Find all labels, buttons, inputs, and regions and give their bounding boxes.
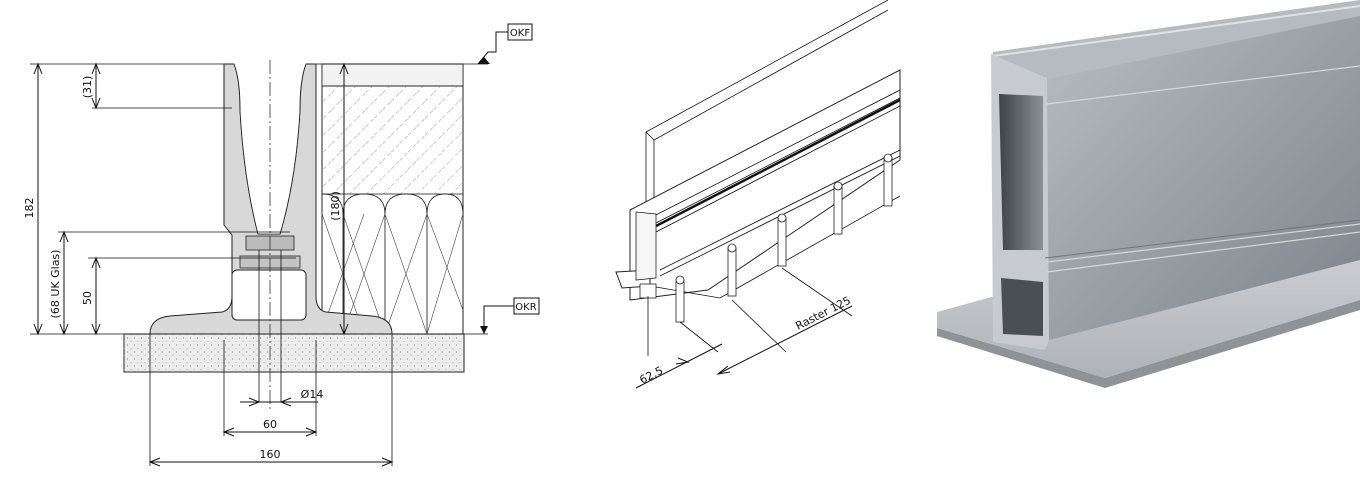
dim-60: 60 xyxy=(222,340,318,437)
dim-160-label: 160 xyxy=(260,448,281,461)
dim-50-label: 50 xyxy=(81,291,94,305)
dim-31-label: (31) xyxy=(81,76,94,99)
dia14-label: Ø14 xyxy=(301,388,324,401)
offset-label: 62,5 xyxy=(637,364,665,387)
section-drawing: 182 (31) (68 UK Glas) 50 (180) OKF OKR Ø… xyxy=(0,0,560,474)
dim-50: 50 xyxy=(81,256,101,336)
dim-68: (68 UK Glas) xyxy=(49,230,69,336)
dim-160: 160 xyxy=(148,334,394,467)
isometric-drawing: Raster 125 62,5 xyxy=(590,0,920,474)
level-mark-okf: OKF xyxy=(477,23,533,65)
floor-buildup xyxy=(321,63,464,335)
render-channel xyxy=(999,94,1043,250)
raster-label: Raster 125 xyxy=(793,294,852,333)
render-chamber xyxy=(1001,278,1043,336)
dim-182-label: 182 xyxy=(23,198,36,219)
product-render-svg xyxy=(937,0,1360,388)
level-mark-okr: OKR xyxy=(480,297,540,334)
okr-label: OKR xyxy=(515,302,536,313)
dim-31: (31) xyxy=(81,62,101,110)
render-body-face xyxy=(1045,12,1360,340)
dim-raster: Raster 125 xyxy=(716,267,853,375)
section-drawing-svg: 182 (31) (68 UK Glas) 50 (180) OKF OKR Ø… xyxy=(23,23,540,467)
dim-60-label: 60 xyxy=(263,418,277,431)
dim-182: 182 xyxy=(23,62,43,336)
product-render xyxy=(925,0,1360,474)
anchor-bolts xyxy=(675,153,893,323)
profile-chamber xyxy=(231,269,307,321)
okf-label: OKF xyxy=(510,28,530,39)
dim-dia14: Ø14 xyxy=(240,388,324,407)
profile-body xyxy=(629,69,901,301)
dim-180: (180) xyxy=(329,62,349,336)
isometric-drawing-svg: Raster 125 62,5 xyxy=(615,0,901,389)
dim-180-label: (180) xyxy=(329,191,342,221)
dim-68-label: (68 UK Glas) xyxy=(49,250,62,319)
